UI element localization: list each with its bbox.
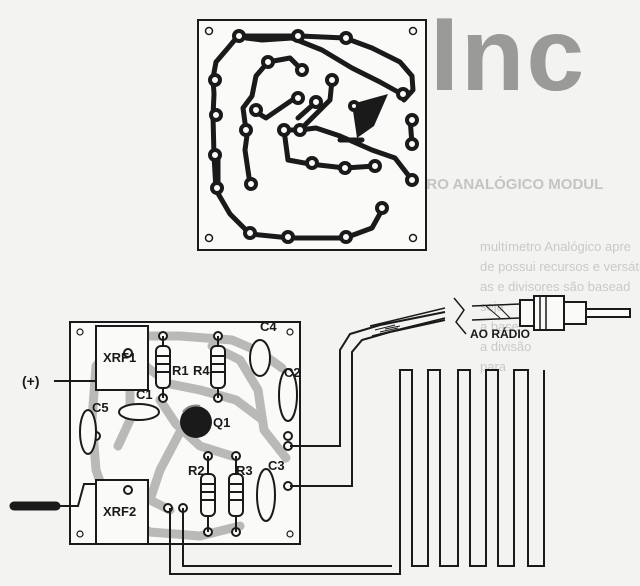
r3-label: R3 [236, 463, 253, 478]
antenna-coil [169, 369, 545, 575]
transistor-q1 [180, 406, 212, 438]
xrf1-label: XRF1 [103, 350, 137, 365]
background-paragraph-line: de possui recursos e versátil [480, 259, 640, 274]
mounting-hole [408, 26, 418, 36]
mounting-hole [286, 328, 294, 336]
background-heading: Inc [430, 0, 587, 110]
resistor-r1 [155, 336, 171, 398]
c5-label: C5 [92, 400, 109, 415]
plus-label: (+) [22, 373, 40, 389]
ground-lead [56, 483, 96, 507]
resistor-r2 [200, 456, 216, 532]
r4-label: R4 [193, 363, 210, 378]
background-paragraph-line: as e divisores são basead [480, 279, 631, 294]
pcb-copper-layout [197, 19, 427, 251]
mounting-hole [408, 233, 418, 243]
mounting-hole [286, 530, 294, 538]
xrf1-choke [95, 325, 149, 391]
mounting-hole [76, 530, 84, 538]
q1-label: Q1 [213, 415, 231, 430]
mounting-hole [204, 26, 214, 36]
r2-label: R2 [188, 463, 205, 478]
radio-ground-wire [290, 319, 446, 487]
mounting-hole [204, 233, 214, 243]
mounting-hole [76, 328, 84, 336]
r1-label: R1 [172, 363, 189, 378]
resistor-r4 [210, 336, 226, 398]
capacitor-c4 [249, 339, 271, 377]
c4-label: C4 [260, 319, 277, 334]
capacitor-c5 [79, 409, 97, 455]
component-layout [9, 295, 631, 575]
c3-label: C3 [268, 458, 285, 473]
capacitor-c2 [278, 368, 298, 422]
radio-coax-cable [369, 295, 631, 337]
copper-pad-area [352, 94, 388, 138]
c1-label: C1 [136, 387, 153, 402]
radio-signal-wire [290, 311, 446, 447]
xrf2-label: XRF2 [103, 504, 137, 519]
radio-label: AO RÁDIO [470, 327, 530, 341]
background-paragraph-line: a divisão [480, 339, 532, 354]
background-paragraph-line: multímetro Analógico apre [480, 239, 632, 254]
background-paragraph-line: a base [480, 319, 520, 334]
capacitor-c1 [118, 403, 160, 421]
background-paragraph-line: seja [480, 299, 504, 314]
xrf2-choke [95, 479, 149, 545]
resistor-r3 [228, 456, 244, 532]
solder-pads [208, 29, 419, 244]
capacitor-c3 [256, 468, 276, 522]
c2-label: C2 [284, 365, 301, 380]
